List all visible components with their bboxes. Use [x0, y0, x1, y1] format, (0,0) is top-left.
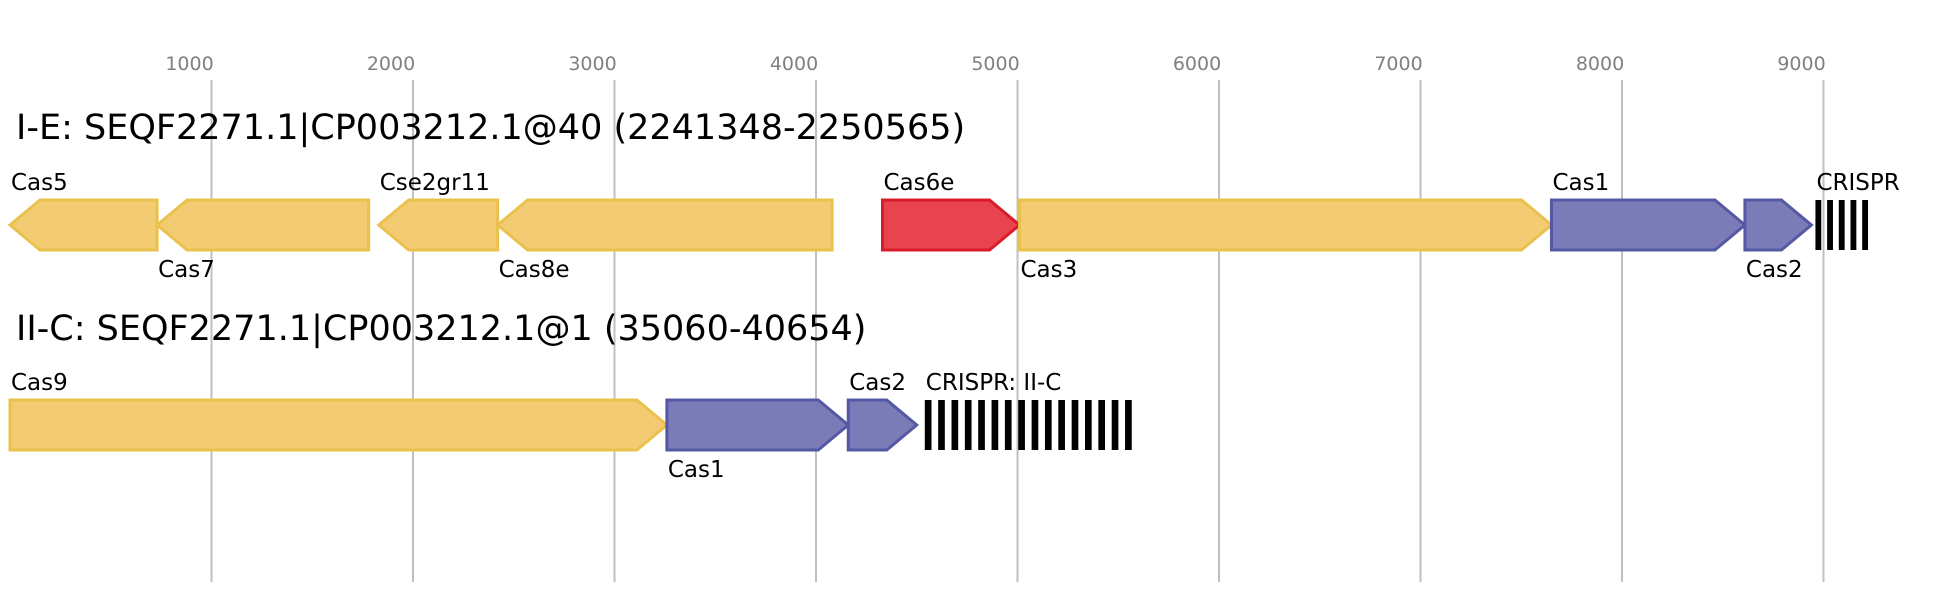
crispr-repeat [1838, 200, 1845, 250]
tick-label-1000: 1000 [165, 53, 213, 75]
tick-label-9000: 9000 [1777, 53, 1825, 75]
crispr-repeat [1862, 200, 1869, 250]
gene-arrow-cas2 [846, 398, 920, 452]
crispr-repeat [951, 400, 959, 450]
crispr-repeat [1850, 200, 1857, 250]
gene-label-cas8e: Cas8e [499, 257, 570, 283]
crispr-repeat [1044, 400, 1052, 450]
axis-ticks: 1000 2000 3000 4000 5000 6000 7000 8000 9000 [165, 53, 1825, 75]
gene-label-cas2: Cas2 [849, 370, 906, 396]
track-title-ie: I-E: SEQF2271.1|CP003212.1@40 (2241348-2… [16, 108, 965, 148]
crispr-repeat [991, 400, 999, 450]
gene-arrow-cas1 [1549, 198, 1748, 252]
crispr-repeat [978, 400, 985, 450]
tick-label-4000: 4000 [770, 53, 818, 75]
gene-label-cas6e: Cas6e [883, 170, 954, 196]
gene-arrow-cas7 [154, 198, 371, 252]
axis-grid [210, 80, 1825, 582]
crispr-repeat [1004, 400, 1012, 450]
crispr-label-crispr: CRISPR [1816, 170, 1899, 196]
tick-label-3000: 3000 [568, 53, 616, 75]
gene-label-cas1: Cas1 [668, 457, 725, 483]
gene-arrow-cas9 [8, 398, 670, 452]
gene-label-cse2gr11: Cse2gr11 [380, 170, 490, 196]
crispr-label-crispr-ii-c: CRISPR: II-C [926, 370, 1062, 396]
gene-label-cas2: Cas2 [1746, 257, 1803, 283]
crispr-repeat [1827, 200, 1833, 250]
crispr-repeat [1111, 400, 1119, 450]
gene-label-cas3: Cas3 [1021, 257, 1078, 283]
gene-arrow-cse2gr11 [376, 198, 500, 252]
gene-label-cas5: Cas5 [11, 170, 68, 196]
crispr-repeat [1071, 400, 1079, 450]
gene-label-cas7: Cas7 [158, 257, 215, 283]
crispr-repeat [1125, 400, 1132, 450]
crispr-repeat [1098, 400, 1106, 450]
crispr-repeat [1815, 200, 1822, 250]
tick-label-2000: 2000 [367, 53, 415, 75]
crispr-repeat [964, 400, 972, 450]
gene-arrow-cas2 [1743, 198, 1814, 252]
gene-arrow-cas8e [495, 198, 834, 252]
tick-label-5000: 5000 [971, 53, 1019, 75]
gene-arrow-cas3 [1018, 198, 1554, 252]
crispr-repeat [1058, 400, 1065, 450]
tick-label-6000: 6000 [1173, 53, 1221, 75]
gene-label-cas9: Cas9 [11, 370, 68, 396]
track-title-iic: II-C: SEQF2271.1|CP003212.1@1 (35060-406… [16, 309, 866, 349]
gene-arrow-cas5 [7, 198, 159, 252]
gene-arrow-cas1 [665, 398, 851, 452]
tick-label-7000: 7000 [1374, 53, 1422, 75]
gene-label-cas1: Cas1 [1552, 170, 1609, 196]
crispr-repeat [1018, 400, 1025, 450]
gene-arrow-cas6e [880, 198, 1022, 252]
crispr-repeat [938, 400, 945, 450]
tick-label-8000: 8000 [1576, 53, 1624, 75]
crispr-repeat [1031, 400, 1039, 450]
crispr-repeat [924, 400, 932, 450]
crispr-repeat [1085, 400, 1092, 450]
